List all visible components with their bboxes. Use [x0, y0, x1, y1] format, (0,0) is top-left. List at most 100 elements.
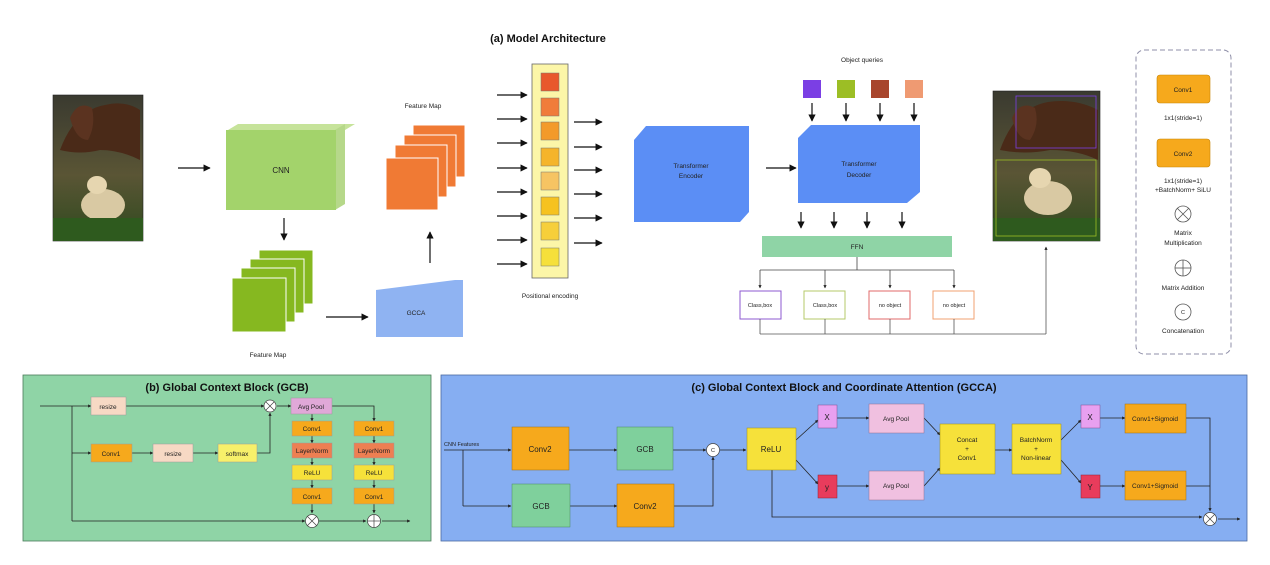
transformer-encoder-block: Transformer Encoder: [634, 126, 749, 222]
section-b-gcb: (b) Global Context Block (GCB) r: [22, 374, 432, 542]
legend-conv2-desc-1: 1x1(stride=1): [1164, 178, 1202, 185]
legend-matadd-label: Matrix Addition: [1162, 285, 1205, 292]
prediction-box: [739, 290, 782, 320]
prediction-label: Class,box: [813, 303, 837, 309]
gcb-bottom-add-icon: [367, 514, 381, 528]
pos-cell: [540, 196, 560, 216]
legend-matmul-label-2: Multiplication: [1164, 240, 1202, 247]
gcb-col2-label: LayerNorm: [358, 448, 390, 455]
gcb-col2-conv1-b: [353, 487, 395, 505]
gcca-conv1-sigmoid-bottom: [1124, 470, 1187, 501]
gcb-col1-layernorm: [291, 442, 333, 459]
pos-cell: [540, 121, 560, 141]
pos-cell: [540, 72, 560, 92]
legend-concat-label: Concatenation: [1162, 328, 1204, 335]
gcca-batchnorm-nonlinear: [1011, 423, 1062, 475]
encoder-label-1: Transformer: [673, 163, 709, 170]
object-queries-label: Object queries: [841, 57, 884, 64]
decoder-label-2: Decoder: [847, 172, 872, 179]
legend-matmul-label-1: Matrix: [1174, 230, 1192, 237]
detection-output-image: [992, 90, 1101, 242]
prediction-label: no object: [879, 303, 902, 309]
gcca-connectors: [444, 416, 1241, 521]
gcb-col2-relu: [353, 464, 395, 481]
section-a-model-architecture: (a) Model Architecture CNN Feature Map: [52, 33, 1232, 359]
decoder-to-ffn-arrows: [797, 212, 906, 229]
gcb-conv1-left: [90, 443, 133, 463]
gcca-conv1-sigmoid-top: [1124, 403, 1187, 434]
ffn-block: FFN: [762, 236, 952, 257]
cnn-features-label: CNN Features: [444, 442, 479, 448]
gcb-bottom-matmul-icon: [305, 514, 319, 528]
gcca-conv2-top: [511, 426, 570, 471]
gcca-avg-pool-bottom-label: Avg Pool: [883, 483, 909, 490]
gcca-y-right: [1080, 474, 1101, 499]
gcca-concat-conv1-label: Conv1: [958, 455, 977, 462]
gcb-conv1-left-label: Conv1: [102, 451, 121, 458]
gcca-y-bottom-label: y: [825, 483, 829, 492]
ffn-to-outputs-lines: [758, 257, 956, 289]
gcca-avg-pool-top-label: Avg Pool: [883, 416, 909, 423]
gcca-avg-pool-bottom: [868, 470, 925, 501]
gcb-resize-mid-label: resize: [164, 451, 182, 458]
gcb-col2-label: Conv1: [365, 426, 384, 433]
positional-encoding-label: Positional encoding: [522, 293, 579, 300]
prediction-box: [803, 290, 846, 320]
gcb-avg-pool: [290, 397, 333, 415]
gcca-conv1-sigmoid-bottom-label: Conv1+Sigmoid: [1132, 483, 1178, 490]
svg-text:C: C: [711, 448, 715, 454]
query-square: [905, 80, 923, 98]
gcb-col1-label: Conv1: [303, 494, 322, 501]
gcca-relu: [746, 427, 797, 471]
gcb-matmul-icon: [263, 399, 277, 413]
legend-conv2-desc-2: +BatchNorm+ SiLU: [1155, 187, 1211, 194]
cnn-label: CNN: [272, 166, 290, 175]
gcca-conv2-bottom-label: Conv2: [633, 502, 657, 511]
gcb-col2-conv1-a: [353, 420, 395, 437]
pos-cell: [540, 221, 560, 241]
gcb-col1-label: Conv1: [303, 426, 322, 433]
query-square: [871, 80, 889, 98]
section-c-title: (c) Global Context Block and Coordinate …: [691, 382, 996, 394]
prediction-outputs: Class,box Class,box no object no object: [739, 290, 975, 320]
outputs-to-image-lines: [759, 246, 1048, 335]
matrix-addition-icon: [1174, 259, 1192, 277]
gcca-gcb-top: [616, 426, 674, 471]
cnn-block: CNN: [226, 124, 355, 210]
gcca-bn-label: BatchNorm: [1020, 437, 1053, 444]
gcca-avg-pool-top: [868, 403, 925, 434]
gcb-softmax-label: softmax: [226, 451, 250, 458]
gcca-y-bottom: [817, 474, 838, 499]
section-b-title: (b) Global Context Block (GCB): [145, 382, 309, 394]
gcca-x-top: [817, 404, 838, 429]
feature-map-bottom: Feature Map: [231, 249, 314, 359]
gcb-col2-label: Conv1: [365, 494, 384, 501]
gcb-connectors: [40, 404, 411, 523]
gcca-gcb-top-label: GCB: [636, 445, 653, 454]
gcb-resize-top: [90, 396, 127, 416]
gcca-gcb-bottom: [511, 483, 571, 528]
section-a-title: (a) Model Architecture: [490, 33, 606, 45]
gcb-col1-conv1-b: [291, 487, 333, 505]
gcca-x-top-label: X: [824, 413, 830, 422]
gcca-y-right-label: Y: [1087, 483, 1093, 492]
pos-input-arrows: [497, 91, 528, 268]
gcca-x-right-label: X: [1087, 413, 1093, 422]
feature-map-top-label: Feature Map: [405, 103, 442, 110]
legend-conv2-swatch: [1156, 138, 1211, 168]
pos-cell: [540, 147, 560, 167]
gcca-x-right: [1080, 404, 1101, 429]
gcca-concat-conv1-label: Concat: [957, 437, 978, 444]
gcb-resize-mid: [152, 443, 194, 463]
gcb-col1-relu: [291, 464, 333, 481]
gcca-block: GCCA: [376, 280, 463, 337]
gcca-concat-conv1-label: +: [965, 446, 969, 453]
gcca-label: GCCA: [407, 310, 426, 317]
gcca-final-matmul-icon: [1203, 512, 1217, 526]
gcca-gcb-bottom-label: GCB: [532, 502, 549, 511]
query-square: [803, 80, 821, 98]
gcb-softmax: [217, 443, 258, 463]
section-c-gcca: (c) Global Context Block and Coordinate …: [440, 374, 1248, 542]
gcb-resize-top-label: resize: [99, 404, 117, 411]
